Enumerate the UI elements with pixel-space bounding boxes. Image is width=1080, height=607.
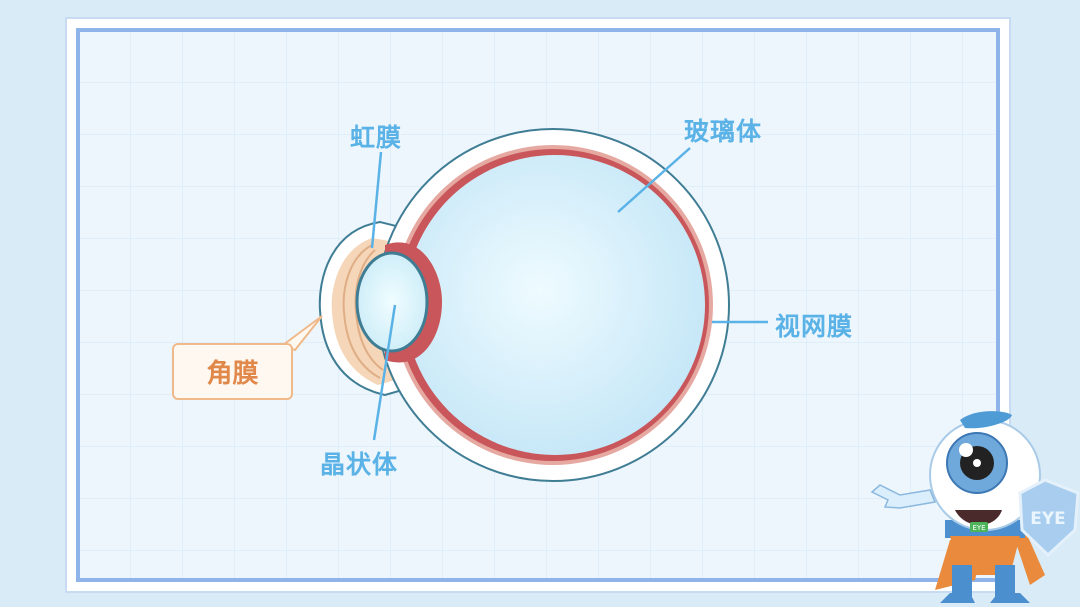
label-vitreous: 玻璃体 [684, 117, 763, 146]
label-retina: 视网膜 [775, 312, 854, 341]
lens-leader [372, 304, 397, 441]
iris-leader [370, 151, 383, 249]
shield-text: EYE [1030, 509, 1066, 529]
label-cornea: 角膜 [172, 343, 293, 400]
eye-mascot: EYE EYE [870, 411, 1080, 603]
label-iris: 虹膜 [350, 123, 403, 152]
vitreous-leader [617, 147, 691, 213]
lens [355, 251, 429, 353]
belt-text: EYE [972, 524, 985, 532]
vitreous-body [405, 155, 705, 455]
label-lens: 晶状体 [320, 450, 399, 479]
